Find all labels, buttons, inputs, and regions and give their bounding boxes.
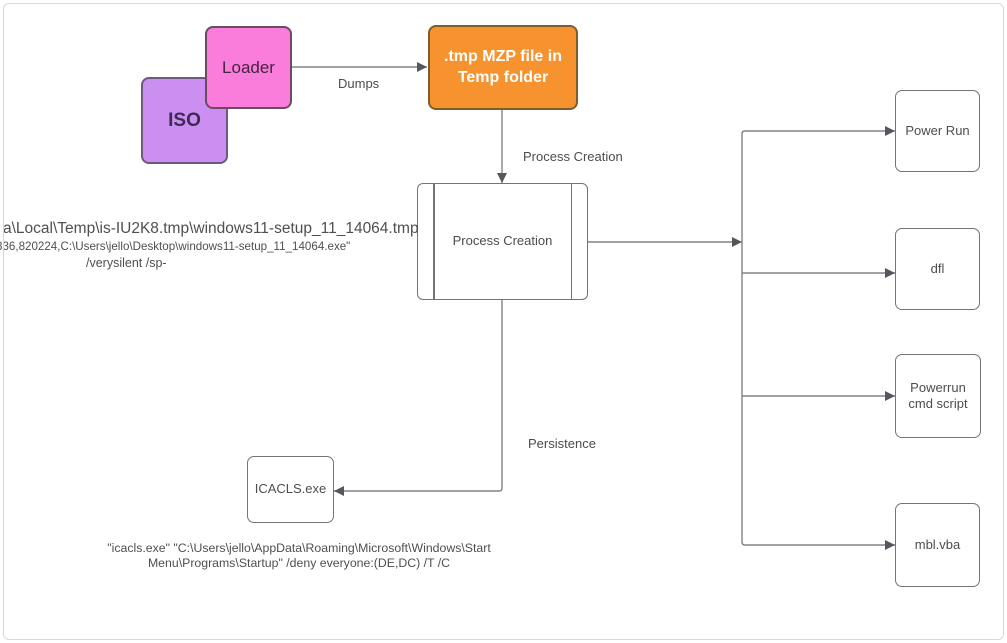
node-power-run: Power Run [895,90,980,172]
node-icacls: ICACLS.exe [247,456,334,523]
annotation-icacls-command-line2: Menu\Programs\Startup" /deny everyone:(D… [147,556,451,570]
predefined-process-bar-right [570,184,572,299]
node-icacls-label: ICACLS.exe [254,481,327,497]
node-loader-label: Loader [222,57,275,77]
annotation-icacls-command-line1: "icacls.exe" "C:\Users\jello\AppData\Roa… [107,541,491,555]
predefined-process-bar-left [433,184,435,299]
node-loader: Loader [205,26,292,109]
annotation-tmp-path-line2: 336,820224,C:\Users\jello\Desktop\window… [0,240,351,253]
annotation-icacls-command: "icacls.exe" "C:\Users\jello\AppData\Roa… [97,541,501,571]
node-iso-label: ISO [168,109,201,131]
edge-trunk-to-powerrun [741,126,895,242]
node-dfl-label: dfl [930,260,945,276]
edge-process-to-icacls [334,300,503,496]
edge-label-dumps: Dumps [336,76,382,91]
node-power-run-label: Power Run [905,122,970,138]
node-process-creation: Process Creation [417,183,588,300]
node-process-creation-label: Process Creation [452,233,553,249]
edge-label-process-creation: Process Creation [521,149,625,164]
node-mbl-vba-label: mbl.vba [914,536,961,552]
node-dfl: dfl [895,228,980,310]
node-tmp-mzp-file-label: .tmp MZP file in Temp folder [444,47,562,86]
annotation-tmp-path-line3: /verysilent /sp- [86,256,167,270]
edge-label-persistence: Persistence [526,436,598,451]
node-powerrun-cmd-script: Powerrun cmd script [895,354,981,438]
node-powerrun-cmd-script-label: Powerrun cmd script [908,379,968,411]
node-tmp-mzp-file: .tmp MZP file in Temp folder [428,25,578,110]
node-mbl-vba: mbl.vba [895,503,980,587]
edge-trunk-to-mblvba [741,242,895,550]
annotation-tmp-path-line1: a\Local\Temp\is-IU2K8.tmp\windows11-setu… [3,220,419,237]
